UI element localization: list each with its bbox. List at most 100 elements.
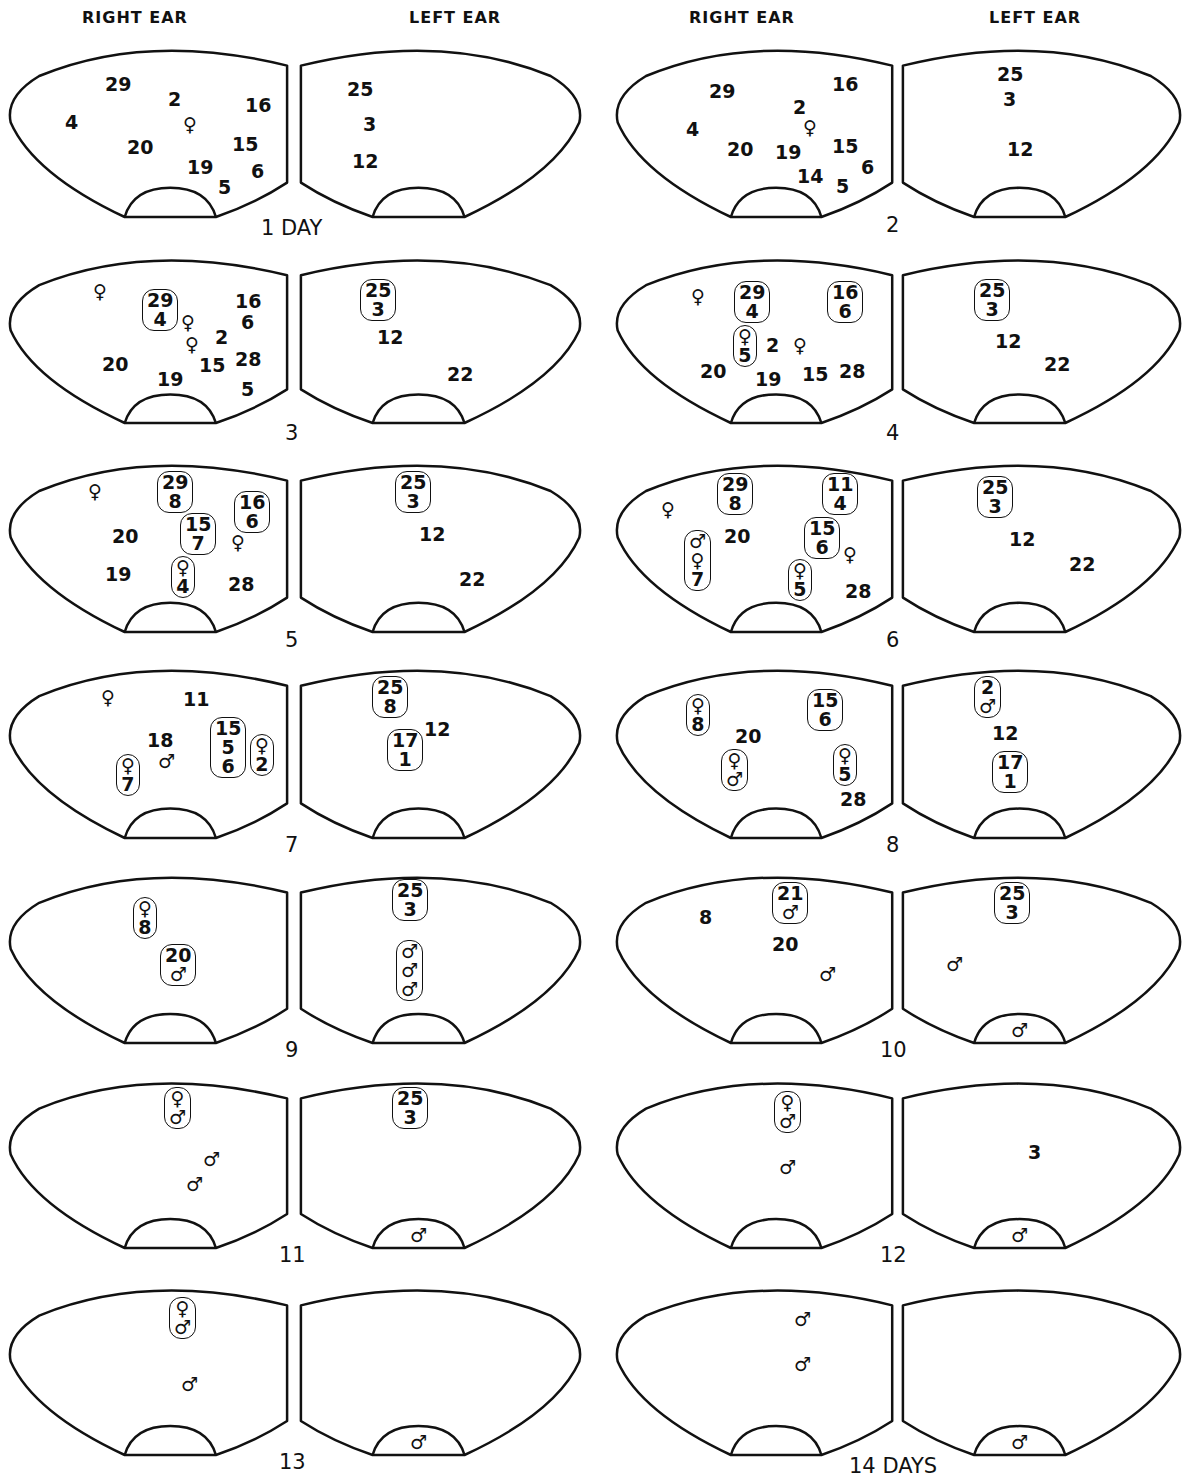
group-entry: 29 — [722, 475, 748, 494]
left-ear-outline — [301, 51, 580, 217]
group-entry: ♀ — [689, 551, 706, 570]
specimen-mark: 25 — [997, 65, 1023, 85]
circled-group: 294 — [142, 289, 178, 331]
circled-group: ♂♀7 — [684, 530, 711, 591]
circled-group: ♀2 — [250, 734, 274, 776]
group-entry: 16 — [239, 493, 265, 512]
ear-canal-arc — [731, 809, 822, 838]
group-entry: 3 — [999, 903, 1025, 922]
ear-heading: RIGHT EAR — [689, 10, 795, 27]
circled-group: ♀7 — [116, 754, 140, 796]
group-entry: ♀ — [779, 1093, 796, 1112]
group-entry: 15 — [809, 519, 835, 538]
ear-canal-arc — [974, 809, 1065, 838]
specimen-mark: ♀ — [101, 688, 115, 708]
group-entry: 4 — [176, 577, 190, 596]
right-ear-outline — [10, 1084, 287, 1248]
circled-group: 253 — [395, 471, 431, 513]
specimen-mark: 22 — [459, 570, 485, 590]
specimen-mark: 15 — [199, 356, 225, 376]
specimen-mark: 12 — [352, 152, 378, 172]
ear-canal-arc — [373, 1219, 465, 1248]
specimen-mark: ♀ — [181, 313, 195, 333]
specimen-mark: 29 — [709, 82, 735, 102]
circled-group: 156 — [804, 517, 840, 559]
left-ear-outline — [301, 466, 580, 632]
group-entry: 25 — [979, 281, 1005, 300]
ear-canal-arc — [125, 809, 216, 838]
group-entry: 3 — [397, 900, 423, 919]
day-label: 12 — [880, 1244, 907, 1266]
specimen-mark: 18 — [147, 731, 173, 751]
group-entry: ♀ — [121, 756, 135, 775]
group-entry: 5 — [793, 580, 807, 599]
circled-group: ♀♂ — [774, 1091, 801, 1133]
group-entry: 7 — [185, 534, 211, 553]
group-entry: ♂ — [165, 965, 191, 984]
day-label: 4 — [886, 422, 899, 444]
circled-group: 253 — [974, 279, 1010, 321]
specimen-mark: 12 — [424, 720, 450, 740]
circled-group: 253 — [977, 476, 1013, 518]
group-entry: ♂ — [174, 1318, 191, 1337]
group-entry: 25 — [400, 473, 426, 492]
specimen-mark: 2 — [215, 328, 228, 348]
ear-heading: LEFT EAR — [409, 10, 501, 27]
right-ear-outline — [10, 878, 287, 1043]
ear-heading: LEFT EAR — [989, 10, 1081, 27]
group-entry: 3 — [979, 300, 1005, 319]
group-entry: 8 — [138, 918, 152, 937]
ear-canal-arc — [125, 1219, 216, 1248]
specimen-mark: ♂ — [779, 1158, 796, 1178]
group-entry: 17 — [392, 731, 418, 750]
specimen-mark: 2 — [766, 336, 779, 356]
left-ear-outline — [903, 878, 1180, 1043]
ear-canal-arc — [373, 394, 465, 423]
ear-canal-arc — [974, 1014, 1065, 1043]
group-entry: 2 — [255, 755, 269, 774]
specimen-mark: 15 — [802, 365, 828, 385]
specimen-mark: ♀ — [793, 336, 807, 356]
group-entry: 1 — [997, 772, 1023, 791]
left-ear-outline — [903, 1084, 1180, 1248]
group-entry: 7 — [689, 570, 706, 589]
day-label: 3 — [285, 422, 298, 444]
group-entry: 5 — [215, 738, 241, 757]
right-ear-outline — [10, 466, 287, 632]
group-entry: 3 — [400, 492, 426, 511]
specimen-mark: 12 — [1007, 140, 1033, 160]
circled-group: 166 — [234, 491, 270, 533]
specimen-mark: 20 — [724, 527, 750, 547]
specimen-mark: 5 — [241, 380, 254, 400]
specimen-mark: 19 — [157, 370, 183, 390]
specimen-mark: ♀ — [843, 545, 857, 565]
ear-canal-arc — [125, 1014, 216, 1043]
specimen-mark: 20 — [127, 138, 153, 158]
group-entry: 6 — [239, 512, 265, 531]
ear-canal-arc — [373, 1014, 465, 1043]
right-ear-outline — [10, 1291, 287, 1455]
specimen-mark: 6 — [861, 158, 874, 178]
group-entry: 2 — [979, 678, 996, 697]
specimen-mark: 3 — [1003, 90, 1016, 110]
specimen-mark: 20 — [735, 727, 761, 747]
circled-group: 253 — [360, 279, 396, 321]
day-label: 1 DAY — [261, 217, 322, 239]
group-entry: 29 — [739, 283, 765, 302]
specimen-mark: 6 — [251, 162, 264, 182]
group-entry: ♀ — [255, 736, 269, 755]
ear-canal-arc — [731, 1426, 822, 1455]
specimen-mark: 29 — [105, 75, 131, 95]
circled-group: ♀♂ — [169, 1297, 196, 1339]
specimen-mark: 28 — [845, 582, 871, 602]
day-label: 13 — [279, 1451, 306, 1473]
day-label: 11 — [279, 1244, 306, 1266]
group-entry: 15 — [812, 691, 838, 710]
group-entry: ♀ — [691, 696, 705, 715]
group-entry: ♂ — [979, 697, 996, 716]
specimen-mark: ♂ — [794, 1310, 811, 1330]
right-ear-outline — [10, 261, 287, 423]
specimen-mark: 12 — [377, 328, 403, 348]
group-entry: ♂ — [401, 942, 418, 961]
circled-group: 171 — [387, 729, 423, 771]
